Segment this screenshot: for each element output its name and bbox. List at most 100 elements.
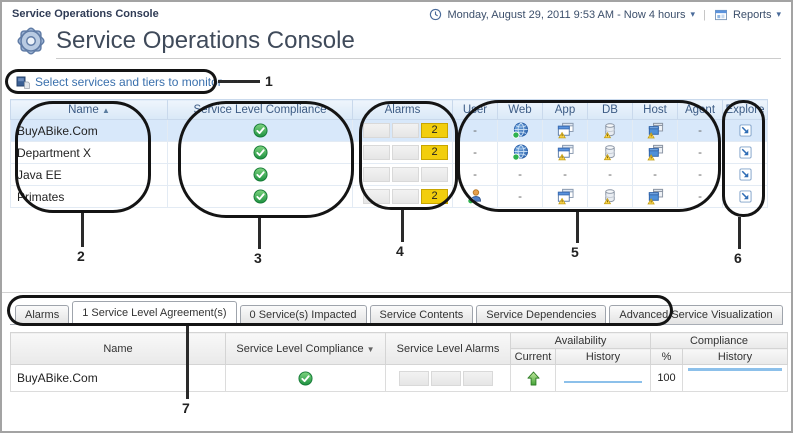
alarm-count-box[interactable] (363, 167, 390, 182)
db-tier-cell[interactable] (587, 141, 633, 164)
agent-tier-cell: - (677, 141, 723, 164)
service-name-cell[interactable]: Java EE (10, 163, 168, 186)
alarm-count-box[interactable]: 2 (421, 145, 448, 160)
alarms-cell (352, 163, 453, 186)
sla-col-header-compliance-history[interactable]: History (682, 348, 788, 365)
reports-menu[interactable]: Reports (732, 8, 772, 21)
sla-col-header-name[interactable]: Name (10, 332, 226, 365)
tab-service-dependencies[interactable]: Service Dependencies (476, 305, 607, 324)
app-tier-cell[interactable] (542, 119, 588, 142)
sla-col-header-current[interactable]: Current (510, 348, 556, 365)
tab-advanced-service-visualization[interactable]: Advanced Service Visualization (609, 305, 783, 324)
col-header-app[interactable]: App (542, 99, 588, 120)
sla-availability-history-cell[interactable] (555, 364, 651, 392)
col-header-name[interactable]: Name ▲ (10, 99, 168, 120)
alarm-count-box[interactable]: 2 (421, 123, 448, 138)
explore-cell[interactable] (722, 163, 768, 186)
chevron-down-icon[interactable]: ▾ (776, 9, 781, 19)
table-row: Java EE - - - - - - (10, 163, 768, 186)
col-header-db[interactable]: DB (587, 99, 633, 120)
alarm-count-box[interactable] (421, 167, 448, 182)
web-tier-cell: - (497, 163, 543, 186)
web-tier-icon (512, 144, 529, 161)
toolbar-divider: | (703, 8, 706, 21)
tab-service-contents[interactable]: Service Contents (369, 305, 474, 324)
user-tier-cell: - (452, 141, 498, 164)
host-tier-cell[interactable] (632, 141, 678, 164)
alarm-count-box[interactable] (399, 370, 429, 386)
breadcrumb[interactable]: Service Operations Console (12, 8, 159, 20)
host-tier-cell[interactable] (632, 119, 678, 142)
col-header-alarms[interactable]: Alarms (352, 99, 453, 120)
alarm-count-box[interactable] (431, 370, 461, 386)
explore-icon[interactable] (739, 190, 752, 203)
alarm-count-box[interactable]: 2 (421, 189, 448, 204)
sla-col-header-percent[interactable]: % (650, 348, 683, 365)
db-tier-cell[interactable] (587, 119, 633, 142)
compliance-cell (167, 119, 353, 142)
explore-icon[interactable] (739, 124, 752, 137)
alarm-count-box[interactable] (392, 189, 419, 204)
col-header-user[interactable]: User (452, 99, 498, 120)
sla-col-header-availability-history[interactable]: History (555, 348, 651, 365)
chevron-down-icon[interactable]: ▾ (690, 9, 696, 19)
alarm-count-box[interactable] (392, 167, 419, 182)
sla-col-group-compliance: Compliance (650, 332, 788, 349)
alarm-count-box[interactable] (363, 123, 390, 138)
tab-services-impacted[interactable]: 0 Service(s) Impacted (239, 305, 367, 324)
web-tier-cell[interactable] (497, 141, 543, 164)
callout-line-4 (401, 210, 404, 242)
user-tier-cell[interactable] (452, 185, 498, 208)
check-circle-icon (253, 145, 268, 160)
db-tier-warning-icon (602, 144, 618, 161)
explore-cell[interactable] (722, 141, 768, 164)
db-tier-cell[interactable] (587, 185, 633, 208)
sla-col-header-alarms[interactable]: Service Level Alarms (385, 332, 511, 365)
select-services-icon (16, 76, 30, 89)
callout-number-5: 5 (571, 244, 579, 260)
web-tier-cell[interactable] (497, 119, 543, 142)
table-row: BuyABike.Com 100 (10, 364, 788, 392)
col-header-explore[interactable]: Explore (722, 99, 768, 120)
app-tier-cell[interactable] (542, 185, 588, 208)
clock-icon (429, 8, 442, 21)
host-tier-cell[interactable] (632, 185, 678, 208)
check-circle-icon (253, 189, 268, 204)
tab-alarms[interactable]: Alarms (15, 305, 70, 324)
explore-cell[interactable] (722, 119, 768, 142)
alarm-count-box[interactable] (463, 370, 493, 386)
service-name-cell[interactable]: Primates (10, 185, 168, 208)
col-header-agent[interactable]: Agent (677, 99, 723, 120)
select-services-link[interactable]: Select services and tiers to monitor (35, 75, 222, 89)
service-name-cell[interactable]: Department X (10, 141, 168, 164)
table-row: Department X 2 - - (10, 141, 768, 164)
report-icon (714, 9, 728, 21)
db-tier-warning-icon (602, 188, 618, 205)
service-name-cell[interactable]: BuyABike.Com (10, 119, 168, 142)
sla-compliance-history-cell[interactable] (682, 364, 788, 392)
app-tier-cell[interactable] (542, 141, 588, 164)
col-header-host[interactable]: Host (632, 99, 678, 120)
alarm-count-box[interactable] (392, 123, 419, 138)
web-tier-icon (512, 122, 529, 139)
alarms-cell: 2 (352, 119, 453, 142)
col-header-web[interactable]: Web (497, 99, 543, 120)
tab-service-level-agreements[interactable]: 1 Service Level Agreement(s) (72, 301, 237, 325)
host-tier-warning-icon (646, 144, 664, 161)
explore-icon[interactable] (739, 146, 752, 159)
sla-service-name-cell[interactable]: BuyABike.Com (10, 364, 226, 392)
alarm-count-box[interactable] (363, 189, 390, 204)
callout-number-3: 3 (254, 250, 262, 266)
sla-col-header-compliance[interactable]: Service Level Compliance ▼ (225, 332, 386, 365)
web-tier-cell: - (497, 185, 543, 208)
alarm-count-box[interactable] (363, 145, 390, 160)
explore-icon[interactable] (739, 168, 752, 181)
bottom-tab-strip: Alarms 1 Service Level Agreement(s) 0 Se… (10, 301, 783, 325)
alarm-count-box[interactable] (392, 145, 419, 160)
explore-cell[interactable] (722, 185, 768, 208)
col-header-compliance[interactable]: Service Level Compliance (167, 99, 353, 120)
time-range-selector[interactable]: Monday, August 29, 2011 9:53 AM - Now 4 … (447, 8, 686, 21)
sla-availability-current-cell (510, 364, 556, 392)
callout-number-4: 4 (396, 243, 404, 259)
